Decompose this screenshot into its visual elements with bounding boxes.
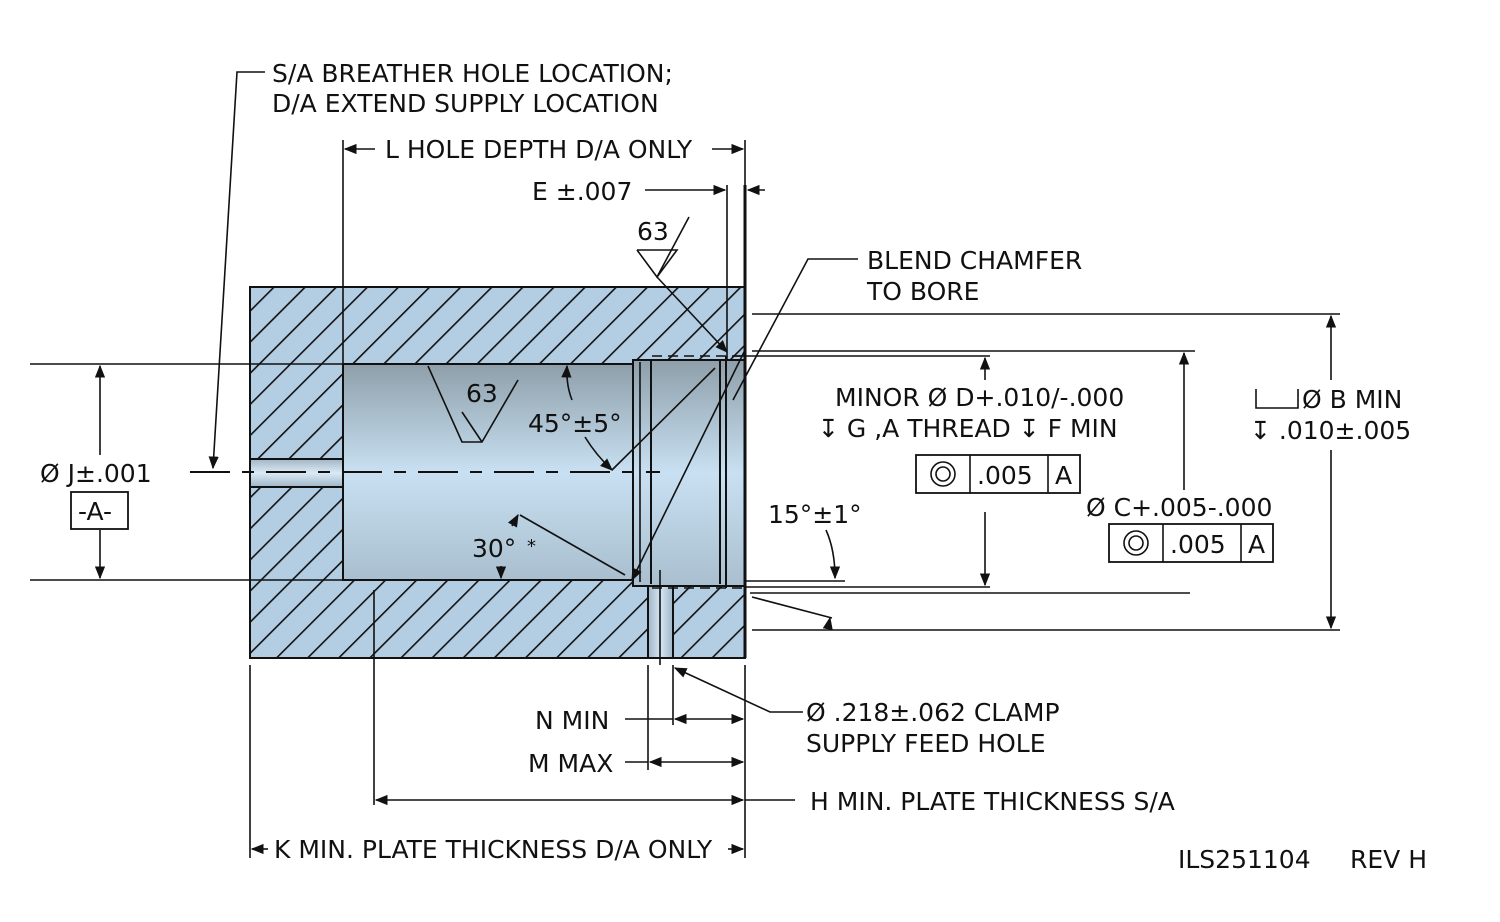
fcf1-datum: A [1055,461,1072,490]
c-dim-label: Ø C+.005-.000 [1086,493,1272,522]
breather-line1: S/A BREATHER HOLE LOCATION; [272,59,673,88]
asterisk-note: * [527,536,536,557]
e-dim-label: E ±.007 [532,177,632,206]
surface-finish-top: 63 [636,216,728,353]
datum-a-label: -A- [78,497,112,526]
drawing-number: ILS251104 [1178,845,1311,874]
surface-finish-bore: 63 [427,365,519,443]
part-section [190,185,747,665]
fcf1-tolerance: .005 [977,461,1033,490]
minor-line2: ↧ G ,A THREAD ↧ F MIN [818,414,1118,443]
minor-d-dim: MINOR Ø D+.010/-.000 ↧ G ,A THREAD ↧ F M… [818,356,1124,587]
blend-line2: TO BORE [866,277,979,306]
b-line1: Ø B MIN [1302,385,1402,414]
concentricity-icon [930,461,956,487]
angle-45-dim: 45°±5° [528,364,622,471]
counterbore-icon [1255,389,1299,409]
blend-line1: BLEND CHAMFER [867,246,1082,275]
clamp-hole-note: Ø .218±.062 CLAMP SUPPLY FEED HOLE [673,667,1060,758]
breather-note: S/A BREATHER HOLE LOCATION; D/A EXTEND S… [208,59,673,470]
finish-top-value: 63 [637,217,669,246]
breather-line2: D/A EXTEND SUPPLY LOCATION [272,89,659,118]
angle-30-label: 30° [472,534,516,563]
blend-chamfer-note: BLEND CHAMFER TO BORE [732,246,1082,401]
fcf2-datum: A [1248,530,1265,559]
j-dim: Ø J±.001 -A- [30,363,343,581]
b-line2: ↧ .010±.005 [1250,416,1411,445]
feature-control-frame-2: .005 A [1108,523,1274,563]
angle-45-label: 45°±5° [528,409,622,438]
clamp-line1: Ø .218±.062 CLAMP [806,698,1060,727]
l-hole-depth-dim: L HOLE DEPTH D/A ONLY [342,135,746,364]
minor-line1: MINOR Ø D+.010/-.000 [835,383,1124,412]
k-min-label: K MIN. PLATE THICKNESS D/A ONLY [274,835,713,864]
m-max-label: M MAX [528,749,613,778]
angle-15-dim: 15°±1° [768,500,862,631]
n-min-label: N MIN [535,706,609,735]
datum-a-box [70,491,129,530]
j-dim-label: Ø J±.001 [40,459,152,488]
finish-symbol-icon [636,249,679,279]
angle-30-dim: 30° * [472,513,536,580]
feature-control-frame-1: .005 A [915,454,1081,494]
l-hole-depth-label: L HOLE DEPTH D/A ONLY [385,135,693,164]
clamp-line2: SUPPLY FEED HOLE [806,729,1046,758]
e-dim: E ±.007 [532,177,765,360]
revision: REV H [1350,845,1427,874]
concentricity-icon [1123,530,1149,556]
finish-bore-value: 63 [466,379,498,408]
bottom-dims: N MIN M MAX H MIN. PLATE THICKNESS S/A K… [249,590,1175,864]
c-dim: Ø C+.005-.000 .005 A [1086,351,1274,563]
angle-15-label: 15°±1° [768,500,862,529]
fcf2-tolerance: .005 [1170,530,1226,559]
b-dim: Ø B MIN ↧ .010±.005 [1250,314,1411,630]
h-min-label: H MIN. PLATE THICKNESS S/A [810,787,1175,816]
